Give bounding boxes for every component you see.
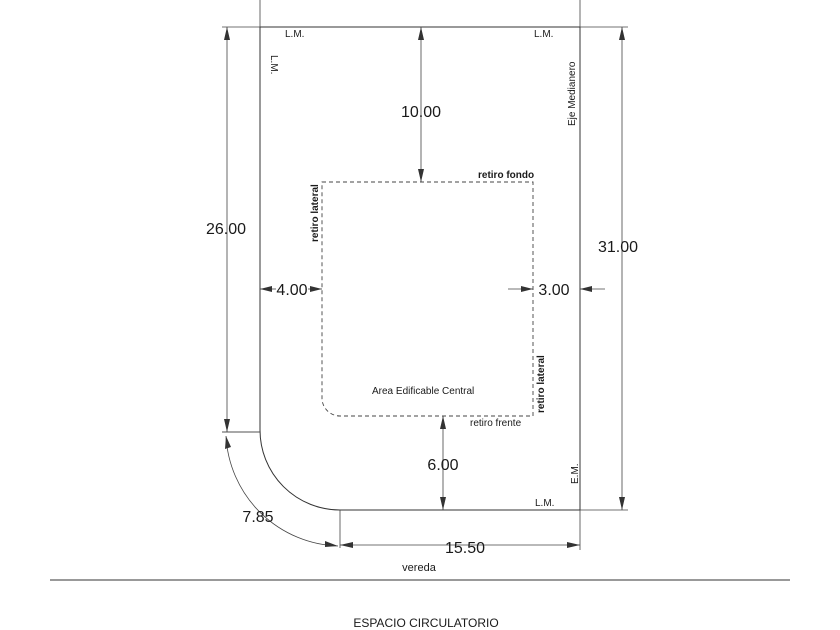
dim-bottom-arrow-left [340,542,353,548]
label-retiro-fondo: retiro fondo [478,170,534,181]
dim-right-setback-arrow-right [580,286,592,292]
dim-left-setback-arrow-left [260,286,272,292]
dim-left-height: 26.00 [206,221,246,238]
dim-front-setback-arrow-bottom [440,497,446,510]
dim-left-arrow-bottom [224,419,230,432]
dim-arc-length: 7.85 [242,509,273,526]
dim-right-height: 31.00 [598,239,638,256]
dim-right-arrow-bottom [619,497,625,510]
dim-arc-arrow-bottom [325,541,338,547]
dim-front-setback-arrow-top [440,416,446,429]
dim-front-setback: 6.00 [427,457,458,474]
label-lm-top-left: L.M. [285,29,304,40]
dim-top-setback-arrow-top [418,27,424,40]
label-vereda: vereda [402,562,437,574]
dim-right-arrow-top [619,27,625,40]
dim-arc-arrow-top [225,436,231,449]
label-em: E.M. [570,463,581,484]
label-lm-top-right: L.M. [534,29,553,40]
label-lm-left-vertical: L.M. [268,55,279,74]
label-retiro-lateral-right: retiro lateral [536,355,547,413]
label-eje-medianero: Eje Medianero [567,61,578,126]
dim-left-setback-arrow-right [310,286,322,292]
dim-top-setback: 10.00 [401,104,441,121]
dim-top-setback-arrow-bottom [418,169,424,182]
dim-right-setback: 3.00 [538,282,569,299]
dim-left-arrow-top [224,27,230,40]
dim-bottom-width: 15.50 [445,540,485,557]
label-retiro-frente: retiro frente [470,418,522,429]
buildable-area-outline [321,181,534,417]
label-area-edificable: Area Edificable Central [372,386,474,397]
label-retiro-lateral-left: retiro lateral [310,184,321,242]
dim-arc-line [225,435,339,547]
dim-right-setback-arrow-left [521,286,533,292]
dim-left-setback: 4.00 [276,282,307,299]
label-lm-bottom: L.M. [535,498,554,509]
label-espacio-circulatorio: ESPACIO CIRCULATORIO [353,616,498,630]
lot-boundary [259,26,581,511]
dim-bottom-arrow-right [567,542,580,548]
